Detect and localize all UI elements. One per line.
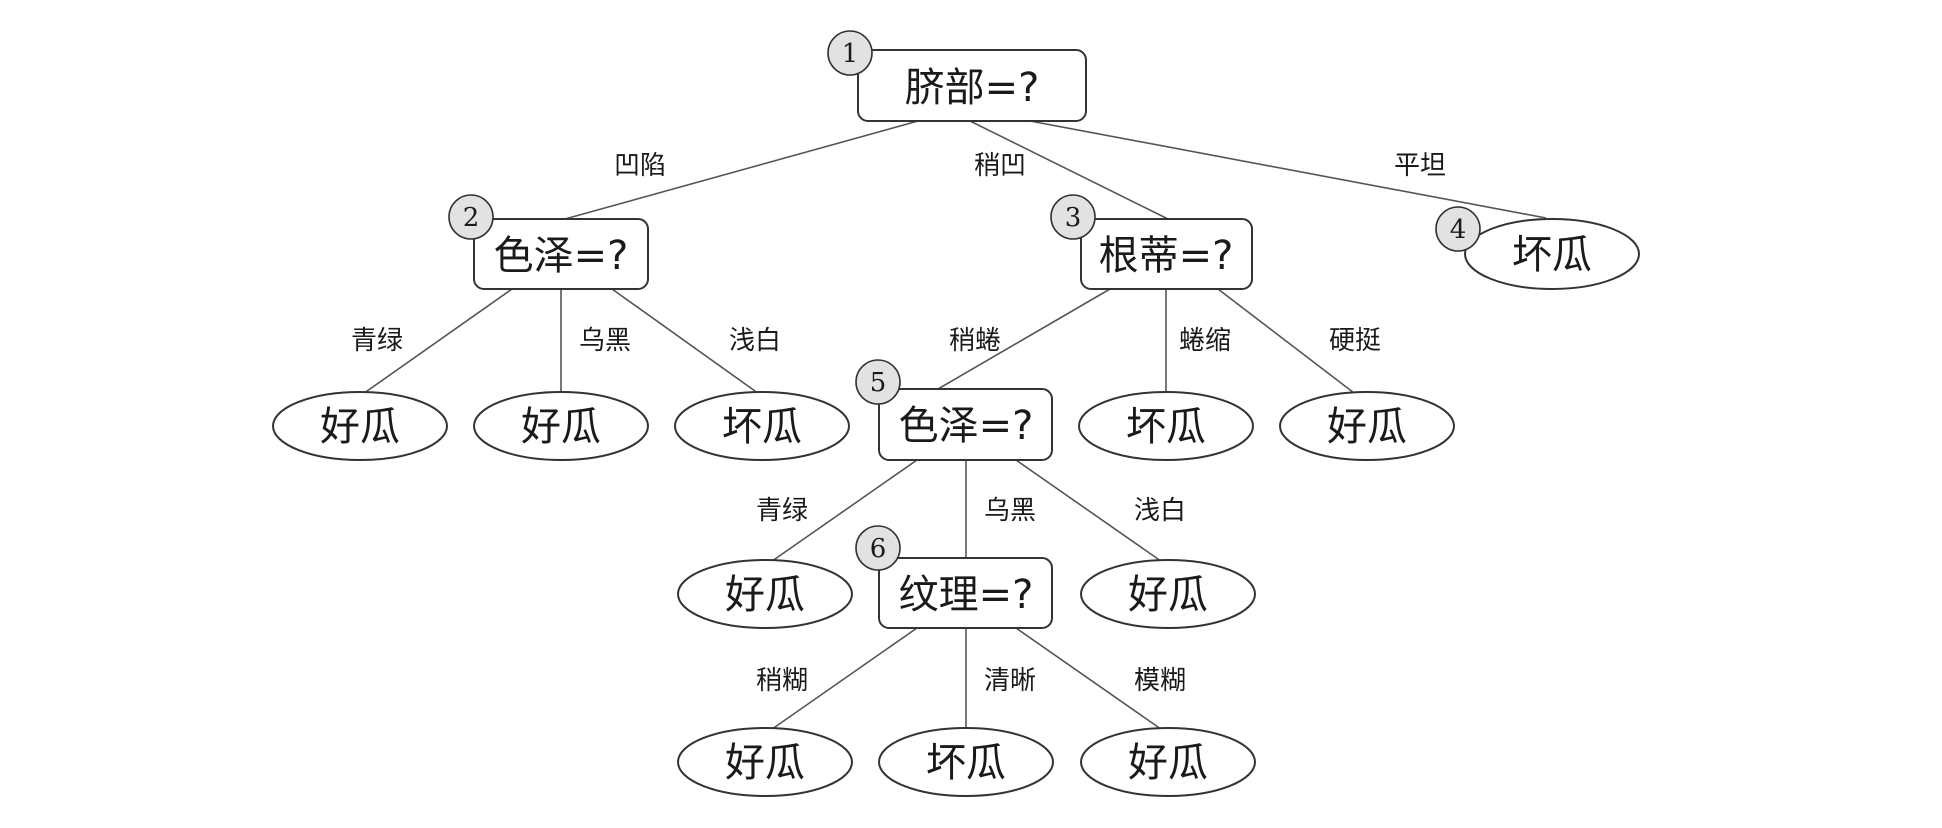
node-5: 色泽=? 5 [855, 359, 1053, 461]
edge-2-leaf-c [611, 288, 763, 397]
node-3-number: 3 [1065, 203, 1082, 233]
node-2: 色泽=? 2 [448, 194, 649, 290]
node-2-number: 2 [463, 203, 480, 233]
edge-label-6-b: 清晰 [984, 666, 1036, 696]
node-4-label: 坏瓜 [1512, 232, 1592, 278]
edge-5-leaf-a [764, 459, 918, 567]
edge-label-1-2: 凹陷 [614, 151, 666, 181]
node-3-number-badge [1050, 194, 1096, 240]
node-1: 脐部=? 1 [827, 30, 1087, 122]
leaf-2b-ellipse [473, 391, 649, 461]
leaf-3b-label: 坏瓜 [1126, 404, 1206, 450]
leaf-3c: 好瓜 [1279, 391, 1455, 461]
leaf-6b: 坏瓜 [878, 727, 1054, 797]
leaf-3b: 坏瓜 [1078, 391, 1254, 461]
edge-5-leaf-c [1015, 459, 1169, 567]
edge-label-6-a: 稍糊 [756, 666, 808, 696]
edge-6-leaf-a [764, 627, 918, 735]
leaf-6a: 好瓜 [677, 727, 853, 797]
edge-label-5-c: 浅白 [1134, 496, 1186, 526]
leaves: 好瓜 好瓜 坏瓜 坏瓜 好瓜 好瓜 好瓜 好瓜 [272, 391, 1455, 797]
leaf-6c: 好瓜 [1080, 727, 1256, 797]
edge-label-6-c: 模糊 [1134, 666, 1186, 696]
node-5-number: 5 [870, 368, 887, 398]
edge-1-3 [969, 120, 1169, 220]
leaf-6c-ellipse [1080, 727, 1256, 797]
leaf-2c-label: 坏瓜 [722, 404, 802, 450]
edge-6-leaf-c [1015, 627, 1169, 735]
node-5-number-badge [855, 359, 901, 405]
leaf-2b-label: 好瓜 [521, 404, 601, 450]
edge-3-leaf-c [1217, 288, 1359, 397]
node-4-ellipse [1464, 218, 1640, 290]
leaf-5c: 好瓜 [1080, 559, 1256, 629]
leaf-6c-label: 好瓜 [1128, 740, 1208, 786]
edge-label-2-a: 青绿 [351, 326, 403, 356]
leaf-3b-ellipse [1078, 391, 1254, 461]
leaf-3c-label: 好瓜 [1327, 404, 1407, 450]
leaf-6a-ellipse [677, 727, 853, 797]
node-3: 根蒂=? 3 [1050, 194, 1253, 290]
node-2-label: 色泽=? [494, 233, 629, 279]
node-1-number-badge [827, 30, 873, 76]
edge-label-5-a: 青绿 [756, 496, 808, 526]
node-4: 坏瓜 4 [1435, 206, 1640, 290]
edge-label-1-4: 平坦 [1394, 151, 1446, 181]
leaf-5c-label: 好瓜 [1128, 572, 1208, 618]
leaf-5a: 好瓜 [677, 559, 853, 629]
node-4-number: 4 [1450, 215, 1467, 245]
leaf-5a-ellipse [677, 559, 853, 629]
edge-label-3-c: 硬挺 [1329, 326, 1381, 356]
node-1-number: 1 [842, 39, 859, 69]
leaf-2c: 坏瓜 [674, 391, 850, 461]
leaf-6a-label: 好瓜 [725, 740, 805, 786]
node-3-box [1080, 218, 1253, 290]
node-5-label: 色泽=? [899, 403, 1034, 449]
node-6-number-badge [855, 525, 901, 571]
edge-label-2-b: 乌黑 [579, 326, 631, 356]
edge-label-3-b: 蜷缩 [1179, 326, 1231, 356]
leaf-6b-label: 坏瓜 [926, 740, 1006, 786]
edge-labels: 凹陷 稍凹 平坦 青绿 乌黑 浅白 稍蜷 蜷缩 硬挺 青绿 乌黑 浅白 稍糊 清… [351, 151, 1446, 696]
edge-1-2 [564, 120, 919, 220]
leaf-2a-ellipse [272, 391, 448, 461]
node-2-box [473, 218, 649, 290]
node-5-box [878, 388, 1053, 461]
leaf-2a: 好瓜 [272, 391, 448, 461]
edge-label-1-3: 稍凹 [974, 151, 1026, 181]
leaf-3c-ellipse [1279, 391, 1455, 461]
tree-edges [359, 120, 1547, 735]
node-6-box [878, 557, 1053, 629]
node-4-number-badge [1435, 206, 1481, 252]
leaf-2b: 好瓜 [473, 391, 649, 461]
node-3-label: 根蒂=? [1099, 233, 1234, 279]
node-6: 纹理=? 6 [855, 525, 1053, 629]
node-6-label: 纹理=? [899, 572, 1034, 618]
node-2-number-badge [448, 194, 494, 240]
edge-label-2-c: 浅白 [729, 326, 781, 356]
edge-2-leaf-a [359, 288, 513, 397]
edge-1-4 [1029, 120, 1547, 219]
node-1-label: 脐部=? [905, 65, 1040, 111]
leaf-2c-ellipse [674, 391, 850, 461]
leaf-6b-ellipse [878, 727, 1054, 797]
edge-label-5-6: 乌黑 [984, 496, 1036, 526]
leaf-5c-ellipse [1080, 559, 1256, 629]
leaf-5a-label: 好瓜 [725, 572, 805, 618]
node-6-number: 6 [870, 534, 887, 564]
leaf-2a-label: 好瓜 [320, 404, 400, 450]
edge-3-5 [937, 288, 1111, 390]
node-1-box [857, 49, 1087, 122]
edge-label-3-5: 稍蜷 [949, 326, 1001, 356]
